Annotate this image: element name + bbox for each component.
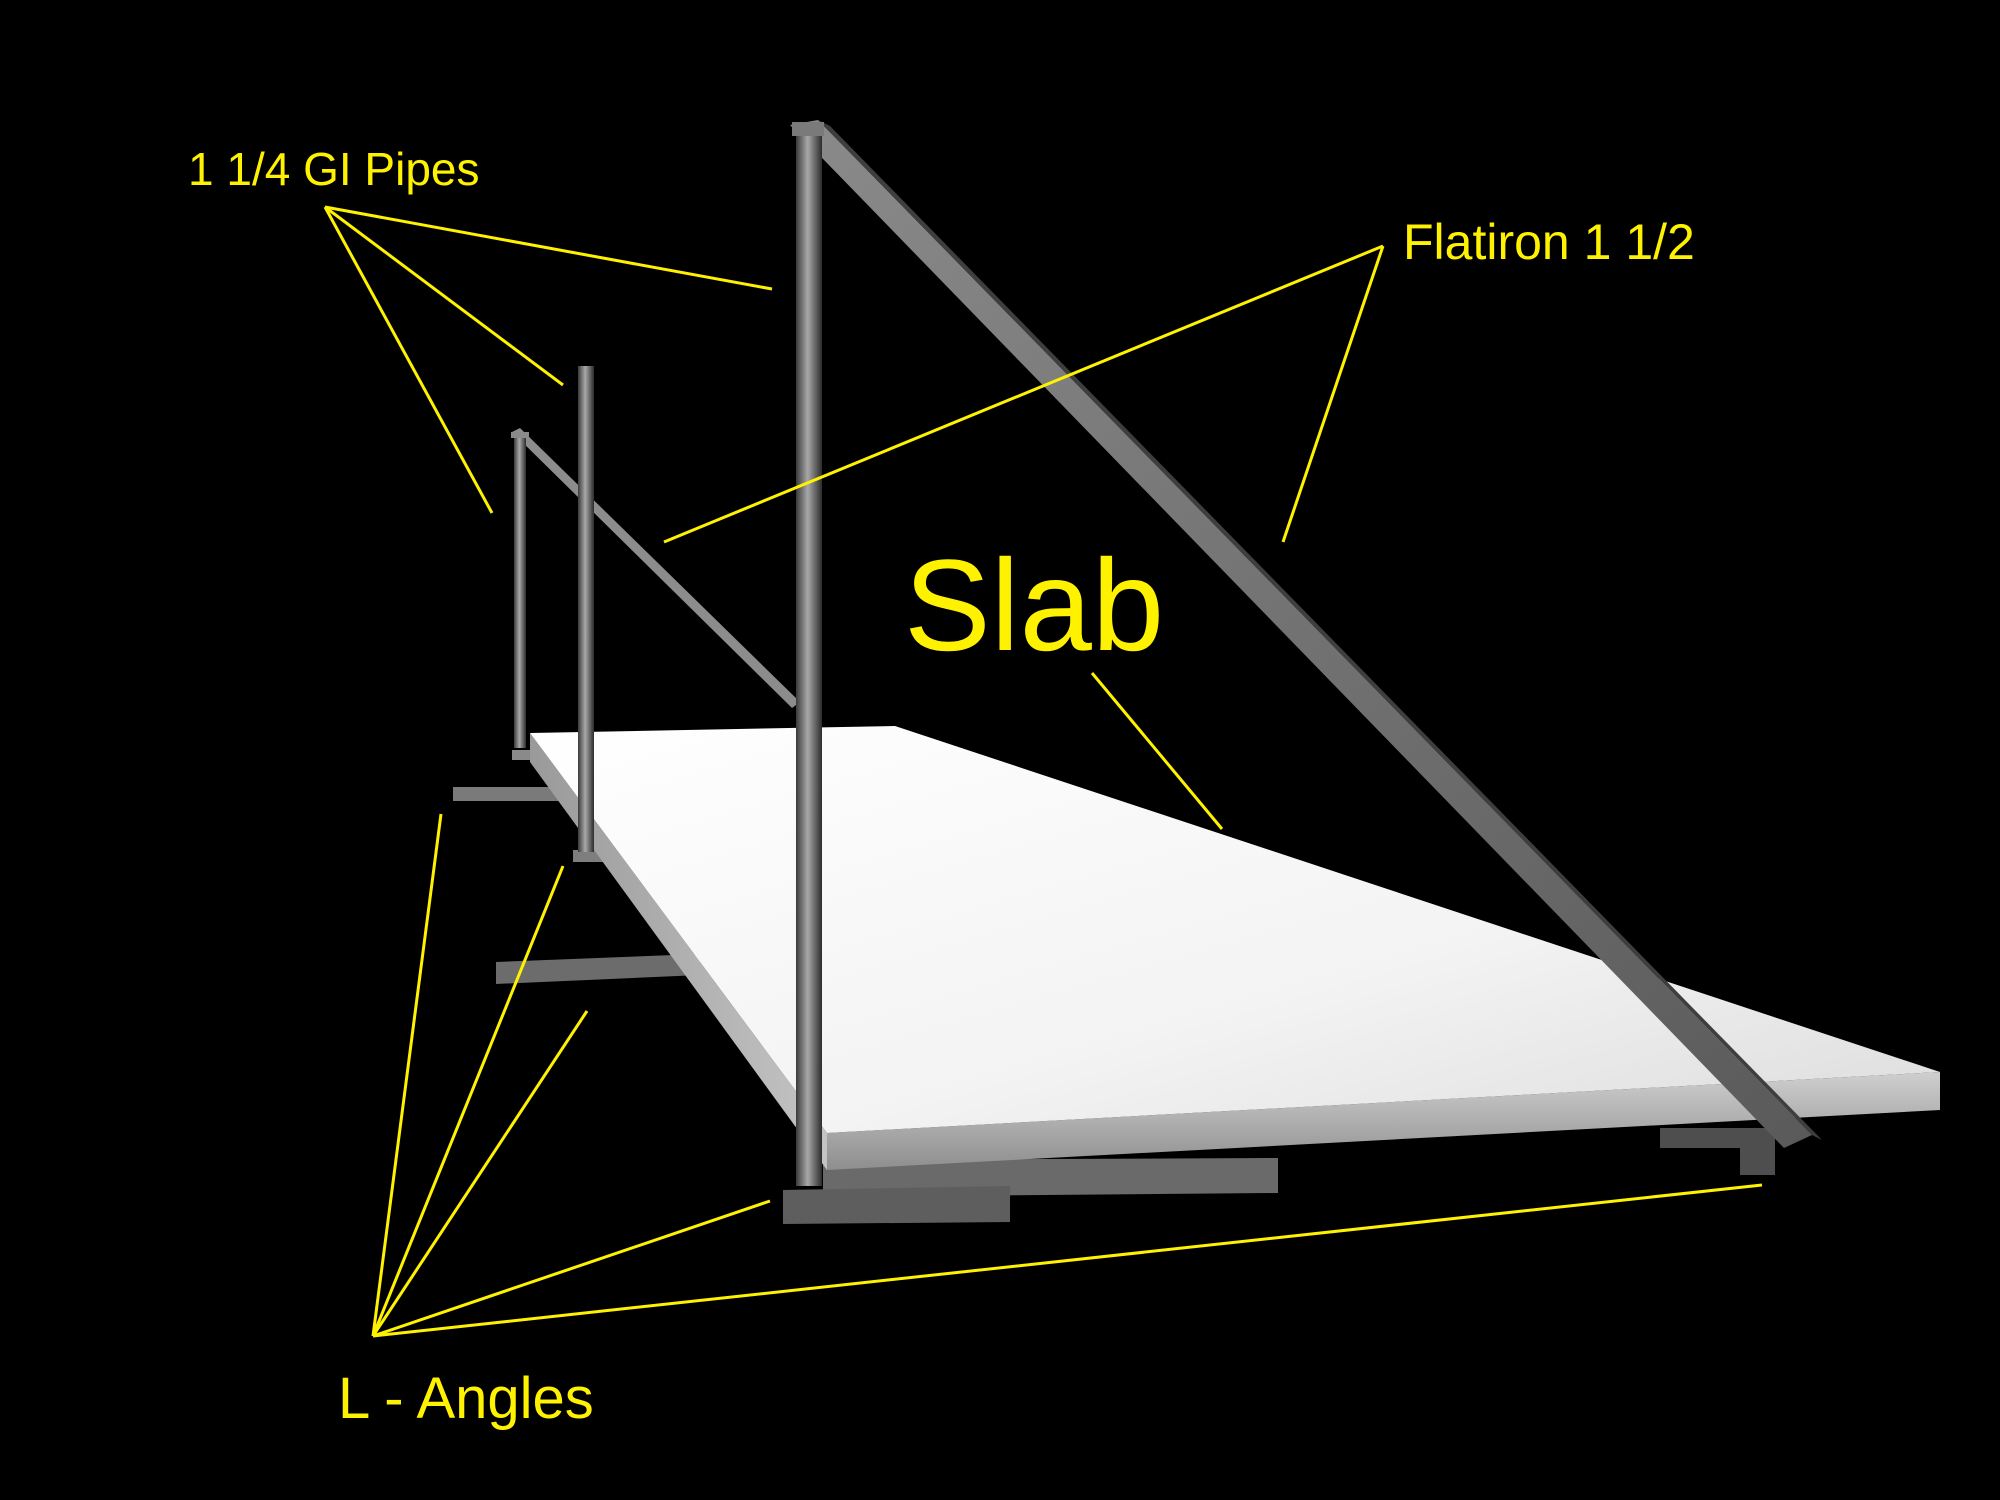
label-gi-pipes: 1 1/4 GI Pipes bbox=[188, 143, 480, 195]
slab bbox=[530, 726, 1940, 1170]
leader-angles-5 bbox=[372, 1183, 1763, 1338]
label-slab: Slab bbox=[904, 532, 1165, 678]
l-angle-front-long bbox=[823, 1158, 1278, 1197]
l-angle-rear-left bbox=[453, 787, 560, 801]
gi-pipe-small-top bbox=[511, 432, 529, 438]
gi-pipe-large bbox=[796, 130, 822, 1186]
l-angles bbox=[453, 750, 1775, 1224]
leader-angles-4 bbox=[372, 1199, 771, 1338]
leader-pipes-1 bbox=[324, 205, 773, 291]
leader-pipes-3 bbox=[323, 206, 494, 514]
leader-pipes-2 bbox=[324, 205, 564, 387]
gi-pipe-medium bbox=[578, 366, 594, 852]
l-angle-mid-left bbox=[496, 954, 700, 984]
leader-angles-2 bbox=[371, 865, 565, 1337]
l-angle-right-bracket bbox=[1660, 1128, 1775, 1175]
label-flatiron: Flatiron 1 1/2 bbox=[1403, 214, 1695, 270]
slab-top-surface bbox=[530, 726, 1940, 1133]
gi-pipes bbox=[511, 122, 824, 1186]
leader-angles-3 bbox=[371, 1010, 589, 1337]
slab-front-edge bbox=[827, 1072, 1940, 1170]
gi-pipe-small bbox=[514, 436, 526, 748]
flatiron-large bbox=[790, 120, 1812, 1148]
label-l-angles: L - Angles bbox=[338, 1366, 594, 1431]
slab-left-edge bbox=[530, 733, 827, 1170]
leader-slab bbox=[1090, 672, 1224, 830]
leader-flatiron-2 bbox=[1281, 245, 1385, 543]
leader-lines bbox=[323, 205, 1763, 1338]
leader-angles-1 bbox=[371, 813, 443, 1337]
leader-flatiron-1 bbox=[663, 244, 1384, 544]
l-angle-front-left bbox=[783, 1186, 1010, 1224]
gi-pipe-large-cap bbox=[792, 122, 824, 136]
